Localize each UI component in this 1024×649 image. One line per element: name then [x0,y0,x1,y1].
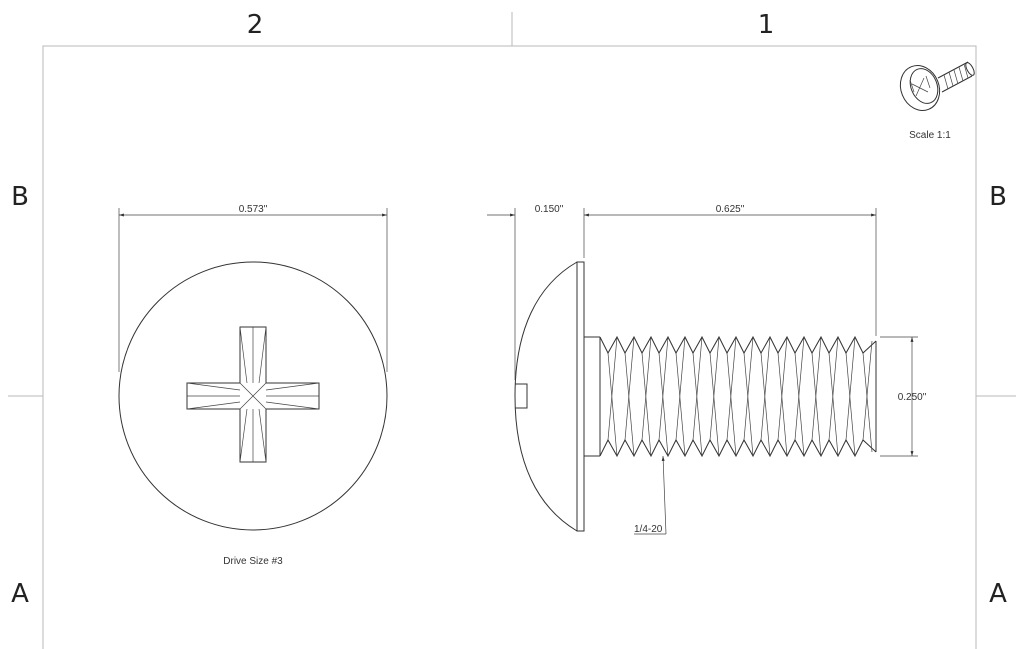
screw-isometric-icon [899,61,975,111]
thread-profile-top [599,335,877,355]
side-view [487,208,918,535]
thread-callout: 1/4-20 [634,524,663,535]
zone-col-right: 1 [758,10,775,40]
thread-diameter-dimension: 0.250" [898,392,927,403]
zone-row-upper-right: B [989,182,1007,212]
head-height-dimension: 0.150" [535,204,564,215]
zone-row-lower-left: A [11,579,29,609]
zone-row-upper-left: B [11,182,29,212]
zone-col-left: 2 [247,10,264,40]
length-dimension: 0.625" [716,204,745,215]
thread-profile-bottom [599,438,877,458]
drive-size-note: Drive Size #3 [223,556,283,567]
zone-row-lower-right: A [989,579,1007,609]
sheet-frame [8,12,1016,649]
front-view [118,208,388,531]
scale-note: Scale 1:1 [909,130,951,141]
head-diameter-dimension: 0.573" [239,204,268,215]
